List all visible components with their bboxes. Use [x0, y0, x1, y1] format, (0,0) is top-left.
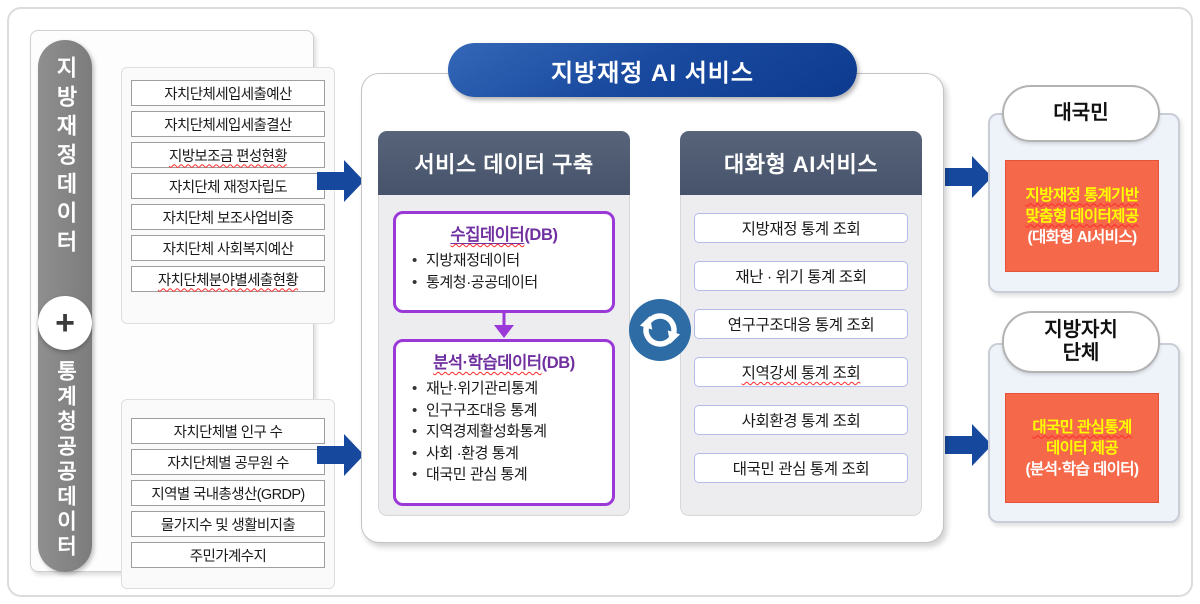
local-gov-pill: 지방자치 단체 — [1002, 311, 1160, 373]
page-title: 지방재정 AI 서비스 — [448, 43, 857, 97]
local-gov-output-box: 대국민 관심통계 데이터 제공 (분석·학습 데이터) — [1005, 393, 1159, 503]
data-source-item: 자치단체별 공무원 수 — [131, 449, 325, 475]
data-source-item: 주민가계수지 — [131, 542, 325, 568]
public-output-box: 지방재정 통계기반 맞춤형 데이터제공 (대화형 AI서비스) — [1005, 160, 1159, 272]
bullet-item: 인구구조대응 통계 — [406, 400, 602, 422]
data-source-item: 지역별 국내총생산(GRDP) — [131, 480, 325, 506]
public-data-label: 통계청공공데이터 — [54, 360, 77, 560]
bullet-item: 재난·위기관리통계 — [406, 378, 602, 400]
service-data-build-body: 수집데이터(DB) 지방재정데이터 통계청·공공데이터 분석·학습데이터(DB) — [378, 195, 630, 516]
collect-db-items: 지방재정데이터 통계청·공공데이터 — [406, 250, 602, 293]
sync-icon — [629, 299, 691, 361]
conversational-ai-column: 대화형 AI서비스 지방재정 통계 조회 재난 · 위기 통계 조회 연구구조대… — [680, 131, 922, 516]
ai-service-item: 대국민 관심 통계 조회 — [694, 453, 908, 483]
arrow-right-icon — [317, 158, 365, 204]
service-data-build-column: 서비스 데이터 구축 수집데이터(DB) 지방재정데이터 통계청·공공데이터 분… — [378, 131, 630, 516]
arrow-right-icon — [945, 422, 993, 468]
bullet-item: 사회 ·환경 통계 — [406, 443, 602, 465]
plus-icon: + — [38, 296, 92, 350]
local-finance-data-group: 자치단체세입세출예산 자치단체세입세출결산 지방보조금 편성현황 자치단체 재정… — [121, 67, 335, 324]
ai-service-item: 재난 · 위기 통계 조회 — [694, 261, 908, 291]
public-data-group: 자치단체별 인구 수 자치단체별 공무원 수 지역별 국내총생산(GRDP) 물… — [121, 399, 335, 589]
ai-service-item: 지방재정 통계 조회 — [694, 213, 908, 243]
bullet-item: 통계청·공공데이터 — [406, 272, 602, 294]
bullet-item: 지역경제활성화통계 — [406, 421, 602, 443]
data-source-item: 지방보조금 편성현황 — [131, 142, 325, 168]
ai-service-item: 연구구조대응 통계 조회 — [694, 309, 908, 339]
analysis-db-title: 분석·학습데이터(DB) — [433, 354, 575, 372]
bullet-item: 지방재정데이터 — [406, 250, 602, 272]
ai-service-item: 지역강세 통계 조회 — [694, 357, 908, 387]
data-source-item: 자치단체별 인구 수 — [131, 418, 325, 444]
ai-service-item: 사회환경 통계 조회 — [694, 405, 908, 435]
service-data-build-header: 서비스 데이터 구축 — [378, 131, 630, 195]
data-source-item: 자치단체 보조사업비중 — [131, 204, 325, 230]
arrow-right-icon — [317, 432, 365, 478]
arrow-down-icon — [492, 313, 516, 339]
collect-db-title: 수집데이터(DB) — [450, 226, 558, 244]
data-source-item: 자치단체세입세출결산 — [131, 111, 325, 137]
conversational-ai-body: 지방재정 통계 조회 재난 · 위기 통계 조회 연구구조대응 통계 조회 지역… — [680, 195, 922, 516]
analysis-db-items: 재난·위기관리통계 인구구조대응 통계 지역경제활성화통계 사회 ·환경 통계 … — [406, 378, 602, 486]
data-source-item: 물가지수 및 생활비지출 — [131, 511, 325, 537]
data-source-item: 자치단체 사회복지예산 — [131, 235, 325, 261]
bullet-item: 대국민 관심 통계 — [406, 464, 602, 486]
local-finance-data-label: 지방재정데이터 — [53, 56, 78, 259]
conversational-ai-header: 대화형 AI서비스 — [680, 131, 922, 195]
analysis-db-box: 분석·학습데이터(DB) 재난·위기관리통계 인구구조대응 통계 지역경제활성화… — [393, 339, 615, 506]
public-pill: 대국민 — [1002, 85, 1160, 142]
data-source-item: 자치단체 재정자립도 — [131, 173, 325, 199]
arrow-right-icon — [945, 154, 993, 200]
data-source-item: 자치단체분야별세출현황 — [131, 266, 325, 292]
outer-frame — [7, 7, 1193, 597]
data-source-item: 자치단체세입세출예산 — [131, 80, 325, 106]
collect-db-box: 수집데이터(DB) 지방재정데이터 통계청·공공데이터 — [393, 211, 615, 313]
